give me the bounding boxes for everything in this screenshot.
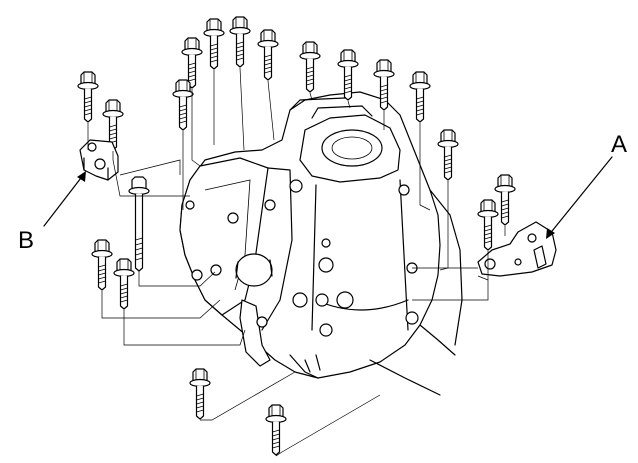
callout-a-label: A bbox=[611, 131, 627, 158]
bolt-group bbox=[77, 16, 516, 456]
bolt bbox=[437, 129, 459, 181]
callout-b-label: B bbox=[18, 227, 34, 254]
bolt bbox=[477, 199, 499, 251]
transmission-case bbox=[179, 91, 463, 396]
bolt bbox=[172, 79, 194, 131]
bolt bbox=[409, 71, 431, 123]
callout-a: A bbox=[546, 131, 627, 239]
callout-a-arrow bbox=[547, 156, 613, 237]
bolt bbox=[91, 239, 113, 291]
bracket-a bbox=[477, 221, 557, 277]
bolt bbox=[113, 258, 135, 310]
callout-b-arrowhead bbox=[77, 171, 86, 182]
bolt bbox=[229, 16, 251, 68]
long-bolt bbox=[128, 176, 150, 272]
bolt bbox=[77, 71, 99, 123]
bolt bbox=[494, 174, 516, 226]
leader-lines bbox=[87, 67, 506, 457]
bolt bbox=[265, 404, 287, 456]
callout-b-arrow bbox=[43, 173, 85, 227]
callout-a-arrowhead bbox=[546, 228, 555, 239]
bolt bbox=[203, 18, 225, 70]
bolt bbox=[189, 368, 211, 420]
bracket-b bbox=[79, 139, 119, 181]
bolt bbox=[299, 41, 321, 93]
callout-b: B bbox=[18, 171, 86, 254]
bolt bbox=[257, 29, 279, 81]
